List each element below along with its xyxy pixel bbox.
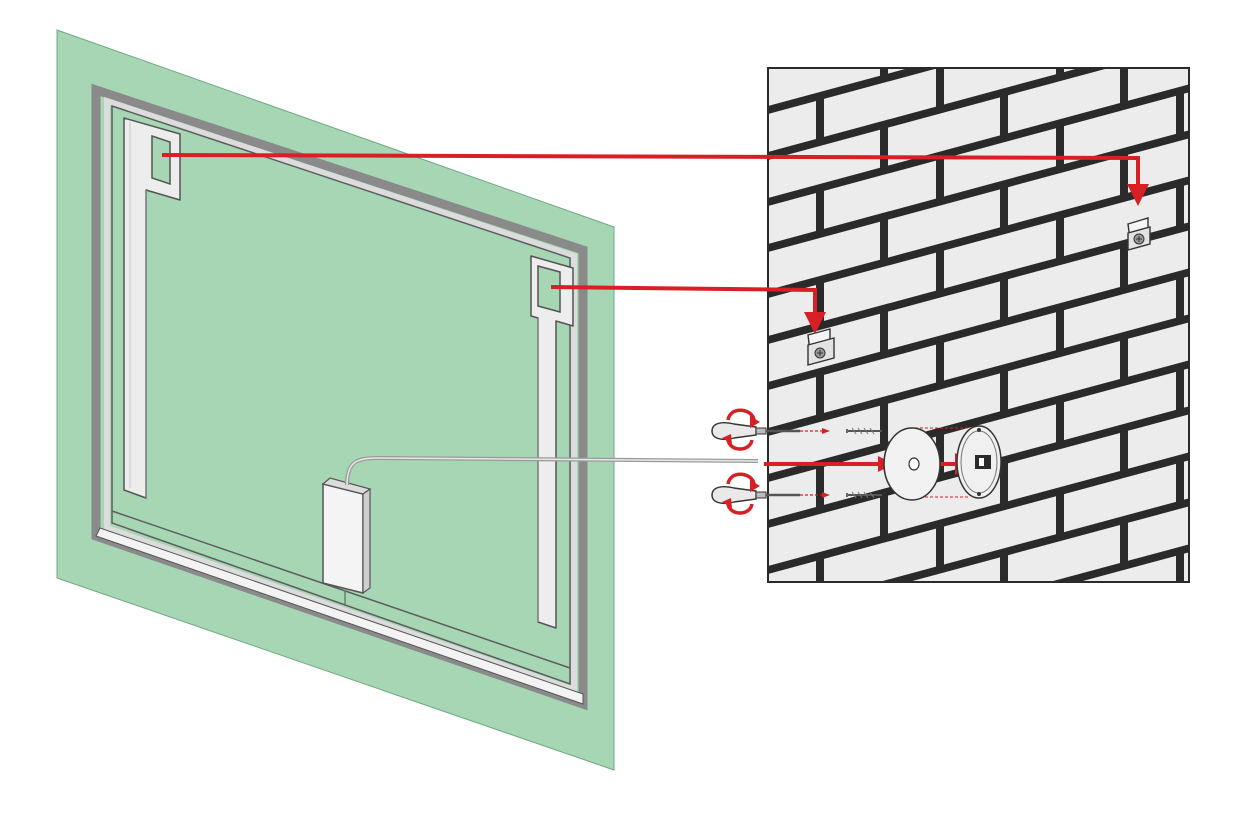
brick [648, 70, 760, 138]
cover-plate [883, 427, 941, 501]
brick [528, 103, 640, 171]
brick [1128, 506, 1189, 561]
mirror-frame-inner [104, 96, 577, 695]
brick [1064, 371, 1176, 441]
brick [648, 346, 760, 414]
brick [768, 129, 880, 198]
brick [648, 530, 760, 598]
brick [1008, 156, 1120, 226]
brick [584, 133, 696, 201]
wall-hook-left [807, 328, 835, 366]
brick [944, 0, 1056, 12]
brick [824, 160, 936, 229]
brick [1184, 552, 1189, 582]
brick [648, 622, 760, 690]
brick [768, 193, 816, 244]
brick [768, 497, 880, 566]
rotation-arrow-top [722, 408, 760, 451]
arrow-top-bracket [161, 153, 1140, 186]
brick [584, 41, 696, 109]
brick [888, 373, 1000, 442]
brick [1184, 460, 1189, 500]
brick [768, 377, 816, 429]
brick [1008, 248, 1120, 318]
brick [888, 281, 1000, 350]
brick [1064, 68, 1080, 73]
brick [1128, 138, 1189, 193]
brick [1008, 617, 1120, 685]
brick [1128, 414, 1189, 469]
brick [944, 220, 1056, 289]
brick [648, 162, 760, 230]
brick [944, 128, 1056, 197]
brick [768, 590, 880, 658]
mirror-panel [56, 29, 615, 771]
brick [888, 68, 909, 74]
mirror-frame-bottom-lip [95, 527, 584, 705]
brick [824, 528, 936, 582]
brick [824, 344, 936, 413]
brick [1128, 68, 1189, 101]
screw-top [846, 427, 882, 435]
brick [1184, 276, 1189, 316]
wall-hook-right [1127, 217, 1151, 251]
brick [528, 11, 640, 79]
brick [1064, 279, 1176, 349]
brick [1128, 322, 1189, 377]
arrow-right-bracket [550, 285, 817, 314]
brick [824, 68, 936, 137]
brick [1128, 0, 1235, 9]
brick [1064, 187, 1176, 257]
brick [824, 621, 936, 689]
screwdriver-bottom [711, 486, 800, 504]
brick [944, 68, 1056, 105]
brick [768, 68, 880, 106]
brick [1064, 95, 1176, 165]
brick [1184, 184, 1189, 224]
brick [768, 561, 816, 582]
brick [768, 0, 880, 14]
brick [908, 557, 1000, 582]
brick [1008, 340, 1120, 410]
bracket-slot [151, 134, 171, 186]
brick [1008, 432, 1120, 502]
brick [584, 0, 696, 18]
brick [1128, 585, 1235, 653]
mirror-frame-edge [111, 104, 571, 686]
rotation-arrow-bottom [722, 472, 760, 515]
brick [1064, 463, 1176, 533]
brick [888, 189, 1000, 258]
screw-bottom [846, 491, 882, 499]
brick [768, 221, 880, 290]
brick [768, 405, 880, 474]
brick [824, 252, 936, 321]
brick [1008, 524, 1120, 582]
screwdriver-top [711, 422, 800, 440]
brick [944, 588, 1056, 656]
junction-box [956, 425, 1002, 499]
brick-pattern [528, 0, 1235, 690]
brick [768, 285, 816, 337]
hanging-bracket-left [123, 117, 181, 499]
brick [1184, 92, 1189, 132]
brick [1008, 0, 1120, 41]
brick [824, 0, 936, 45]
brick-wall [528, 0, 1235, 690]
brick [944, 496, 1056, 565]
bracket-slot [537, 265, 561, 313]
brick [944, 312, 1056, 381]
brick [1184, 615, 1235, 683]
brick [768, 101, 816, 152]
brick [1184, 0, 1235, 40]
brick [648, 0, 760, 46]
brick [1184, 368, 1189, 408]
led-driver-box [321, 477, 372, 604]
brick [888, 97, 1000, 166]
brick [1079, 555, 1176, 582]
brick [1008, 68, 1120, 134]
